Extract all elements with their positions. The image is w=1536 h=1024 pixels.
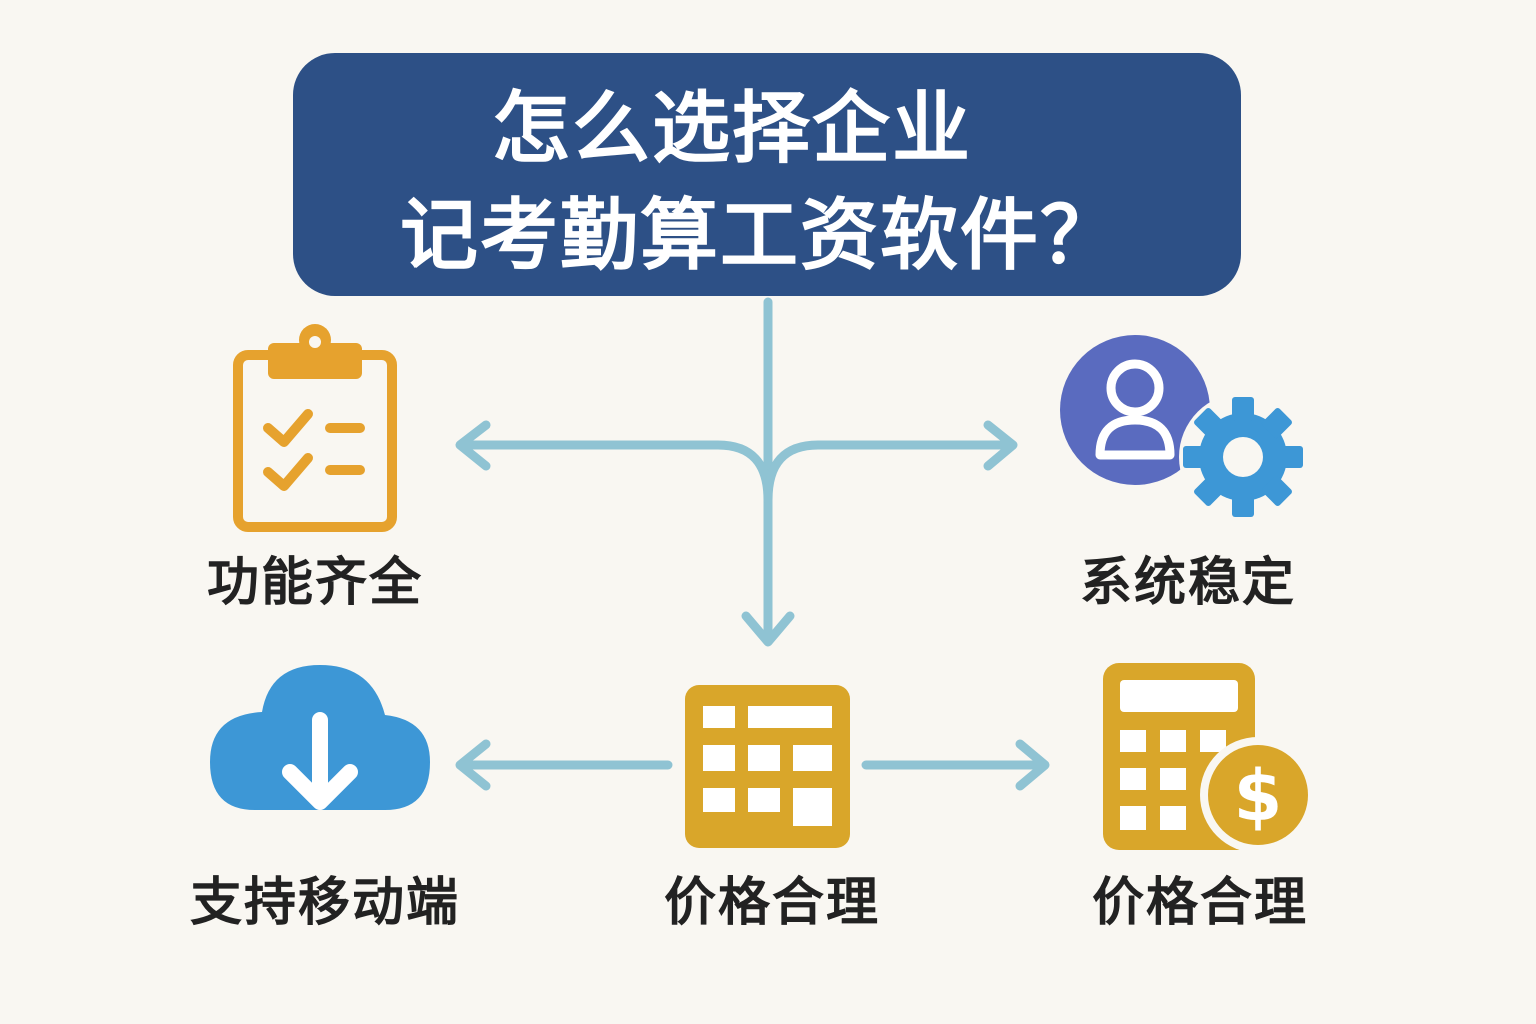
- svg-text:$: $: [1234, 755, 1283, 837]
- title-box: 怎么选择企业 记考勤算工资软件？: [293, 53, 1241, 296]
- title-line-1: 怎么选择企业: [492, 84, 972, 174]
- node-label-mobile: 支持移动端: [190, 873, 460, 933]
- table-grid-icon: [685, 685, 850, 848]
- arrow-down: [741, 297, 795, 647]
- node-label-features: 功能齐全: [207, 553, 423, 613]
- title-line-2: 记考勤算工资软件？: [400, 191, 1120, 281]
- clipboard-checklist-icon: [233, 324, 397, 532]
- node-label-price-center: 价格合理: [664, 873, 880, 933]
- cloud-download-icon: [210, 665, 430, 810]
- arrow-right-top: [763, 420, 1018, 505]
- arrow-left-top: [455, 420, 773, 505]
- user-gear-icon: [1060, 335, 1307, 521]
- calculator-dollar-icon: $: [1103, 663, 1316, 853]
- connector-arrows: [455, 297, 1050, 791]
- arrow-left-bottom: [455, 739, 673, 791]
- arrow-right-bottom: [861, 739, 1050, 791]
- node-label-stability: 系统稳定: [1080, 553, 1296, 613]
- node-label-price-right: 价格合理: [1092, 873, 1308, 933]
